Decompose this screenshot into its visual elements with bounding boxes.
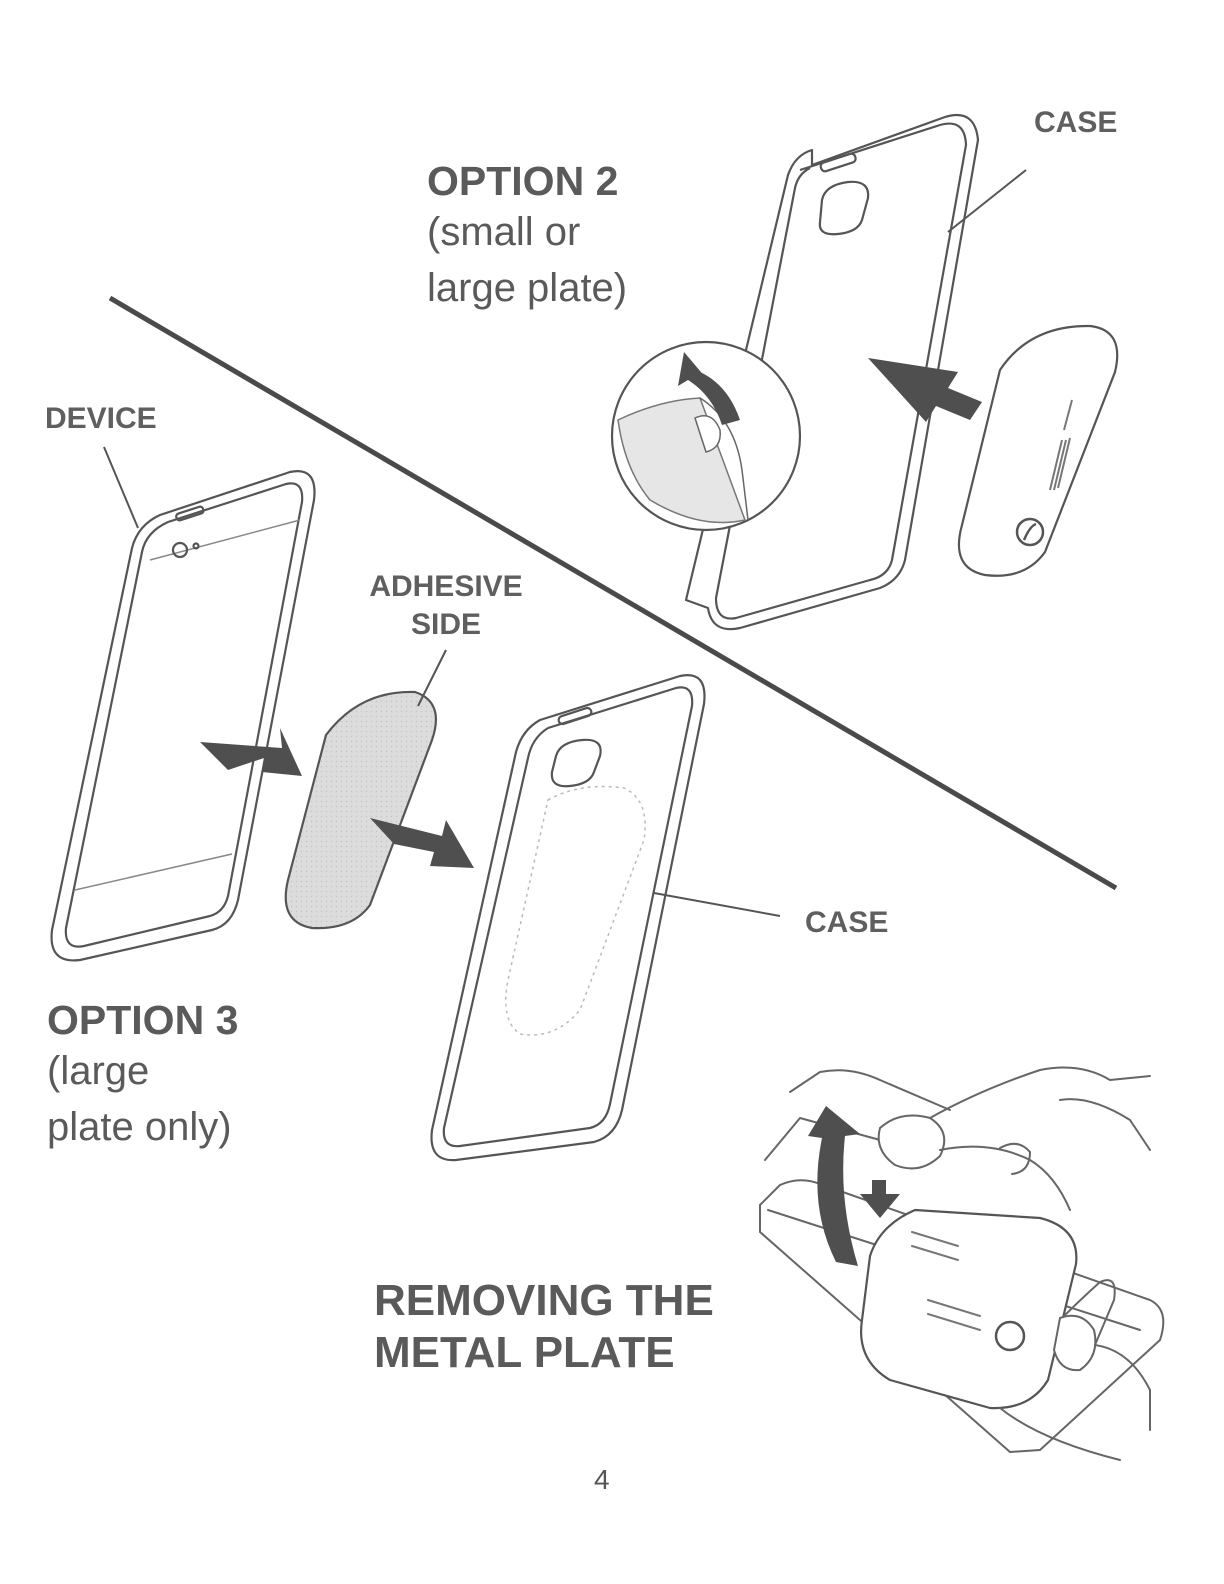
page-number: 4 (594, 1464, 610, 1496)
peel-detail-icon (612, 342, 800, 530)
adhesive-side-label: ADHESIVE SIDE (358, 568, 534, 644)
removing-heading: REMOVING THE METAL PLATE (374, 1275, 714, 1379)
case-bottom-label: CASE (805, 904, 888, 942)
removing-line-2: METAL PLATE (374, 1327, 714, 1379)
phone-case-icon-2 (432, 675, 705, 1160)
option2-line-1: (small or (427, 204, 627, 260)
device-phone-icon (52, 471, 315, 960)
adhesive-leader (418, 650, 446, 706)
option2-line-2: large plate) (427, 260, 627, 316)
case-bottom-leader (654, 893, 780, 916)
removing-line-1: REMOVING THE (374, 1275, 714, 1327)
adhesive-plate-icon (286, 692, 436, 928)
device-leader (104, 447, 138, 528)
option3-line-1: (large (47, 1043, 238, 1099)
option3-line-2: plate only) (47, 1099, 238, 1155)
option3-block: OPTION 3 (large plate only) (47, 997, 238, 1155)
device-label: DEVICE (45, 400, 157, 438)
adhesive-label-line-2: SIDE (358, 606, 534, 644)
case-top-label: CASE (1034, 104, 1117, 142)
option3-title: OPTION 3 (47, 997, 238, 1043)
adhesive-label-line-1: ADHESIVE (358, 568, 534, 606)
option2-block: OPTION 2 (small or large plate) (427, 158, 627, 316)
option2-title: OPTION 2 (427, 158, 627, 204)
metal-plate-icon (959, 326, 1117, 576)
